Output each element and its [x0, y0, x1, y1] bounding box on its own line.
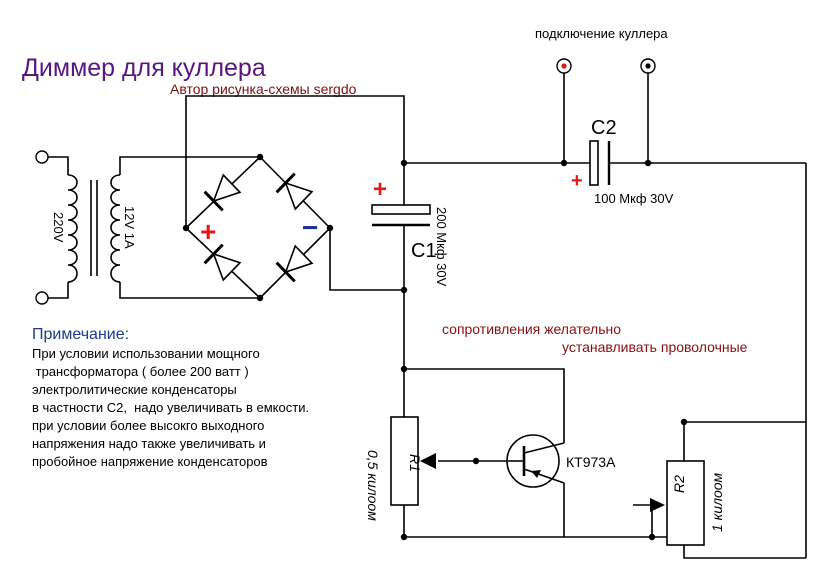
note-line: пробойное напряжение конденсаторов: [32, 454, 268, 469]
note-text: При условии использовании мощного трансф…: [32, 346, 309, 469]
diagram-title: Диммер для куллера: [22, 54, 266, 82]
r2-name: R2: [671, 475, 687, 493]
fan-terminal-negative: [640, 58, 656, 74]
c2-plus-sign: +: [571, 170, 583, 192]
transistor-kt973a: [506, 434, 565, 488]
c2-value: 100 Мкф 30V: [594, 191, 674, 206]
fan-connection-label: подключение куллера: [535, 26, 668, 41]
resistor-note-line1: сопротивления желательно: [442, 321, 621, 337]
capacitor-c1: [371, 204, 431, 227]
note-line: При условии использовании мощного: [32, 346, 260, 361]
resistor-note-line2: устанавливать проволочные: [562, 339, 748, 355]
note-line: при условии более высокго выходного: [32, 418, 264, 433]
junction-dots: [182, 153, 688, 541]
resistor-r1: [390, 416, 436, 506]
c1-name: C1: [411, 240, 437, 262]
capacitor-c2: [589, 140, 611, 186]
bridge-diode-top-right: [275, 172, 314, 211]
bridge-diode-bottom-left: [203, 243, 242, 282]
c1-value: 200 Мкф 30V: [434, 207, 449, 287]
r2-value: 1 килоом: [709, 472, 725, 532]
fan-terminal-positive: [556, 58, 572, 74]
note-line: электролитические конденсаторы: [32, 382, 237, 397]
c2-name: C2: [591, 117, 617, 139]
transformer-primary-label: 220V: [51, 212, 66, 243]
r1-name: R1: [407, 454, 423, 472]
ac-input-terminal-bottom: [35, 291, 49, 305]
note-heading: Примечание:: [32, 326, 129, 343]
bridge-plus-sign: +: [200, 216, 216, 247]
ac-input-terminal-top: [35, 150, 49, 164]
bridge-diode-top-left: [203, 173, 242, 212]
c1-plus-sign: +: [373, 176, 387, 203]
bridge-diode-bottom-right: [275, 244, 314, 283]
transformer-secondary-label: 12V 1A: [122, 206, 137, 249]
note-line: напряжения надо также увеличивать и: [32, 436, 266, 451]
note-line: трансформатора ( более 200 ватт ): [32, 364, 249, 379]
transistor-name: КТ973А: [566, 454, 616, 470]
author-credit: Автор рисунка-схемы sergdo: [170, 81, 357, 97]
r1-value: 0,5 килоом: [365, 450, 381, 521]
bridge-minus-sign: −: [302, 212, 318, 243]
note-line: в частности С2, надо увеличивать в емкос…: [32, 400, 309, 415]
resistor-r2: [650, 460, 705, 546]
